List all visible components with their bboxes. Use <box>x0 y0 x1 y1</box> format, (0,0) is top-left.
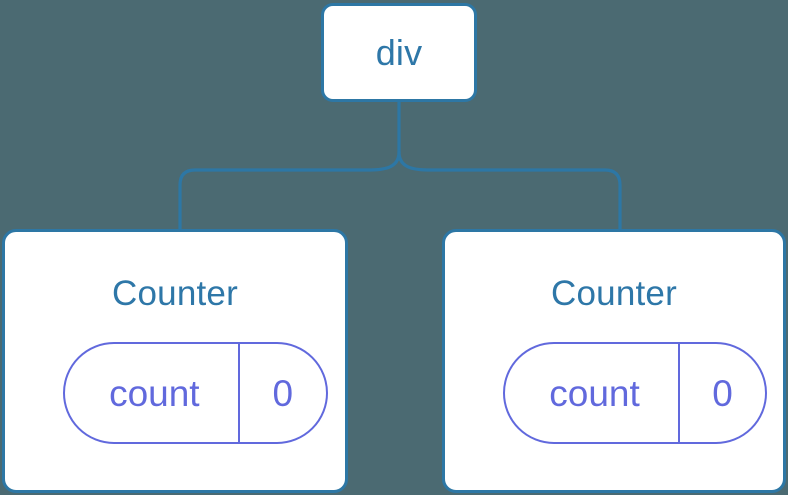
connector-branch-right <box>397 150 622 231</box>
node-counter-left[interactable]: Counter count 0 <box>2 229 348 493</box>
connector-branch-left <box>178 150 401 231</box>
state-key-label: count <box>549 372 640 414</box>
node-div-label: div <box>375 31 423 73</box>
state-value-label: 0 <box>238 344 325 442</box>
state-pill-count-right[interactable]: count 0 <box>503 342 767 444</box>
state-pill-count-left[interactable]: count 0 <box>62 342 328 444</box>
node-counter-left-label: Counter <box>112 274 238 313</box>
node-counter-right-label: Counter <box>551 274 677 313</box>
node-div[interactable]: div <box>321 3 477 102</box>
state-value-label: 0 <box>678 344 765 442</box>
node-counter-right[interactable]: Counter count 0 <box>442 229 786 493</box>
state-key-label: count <box>109 372 200 414</box>
